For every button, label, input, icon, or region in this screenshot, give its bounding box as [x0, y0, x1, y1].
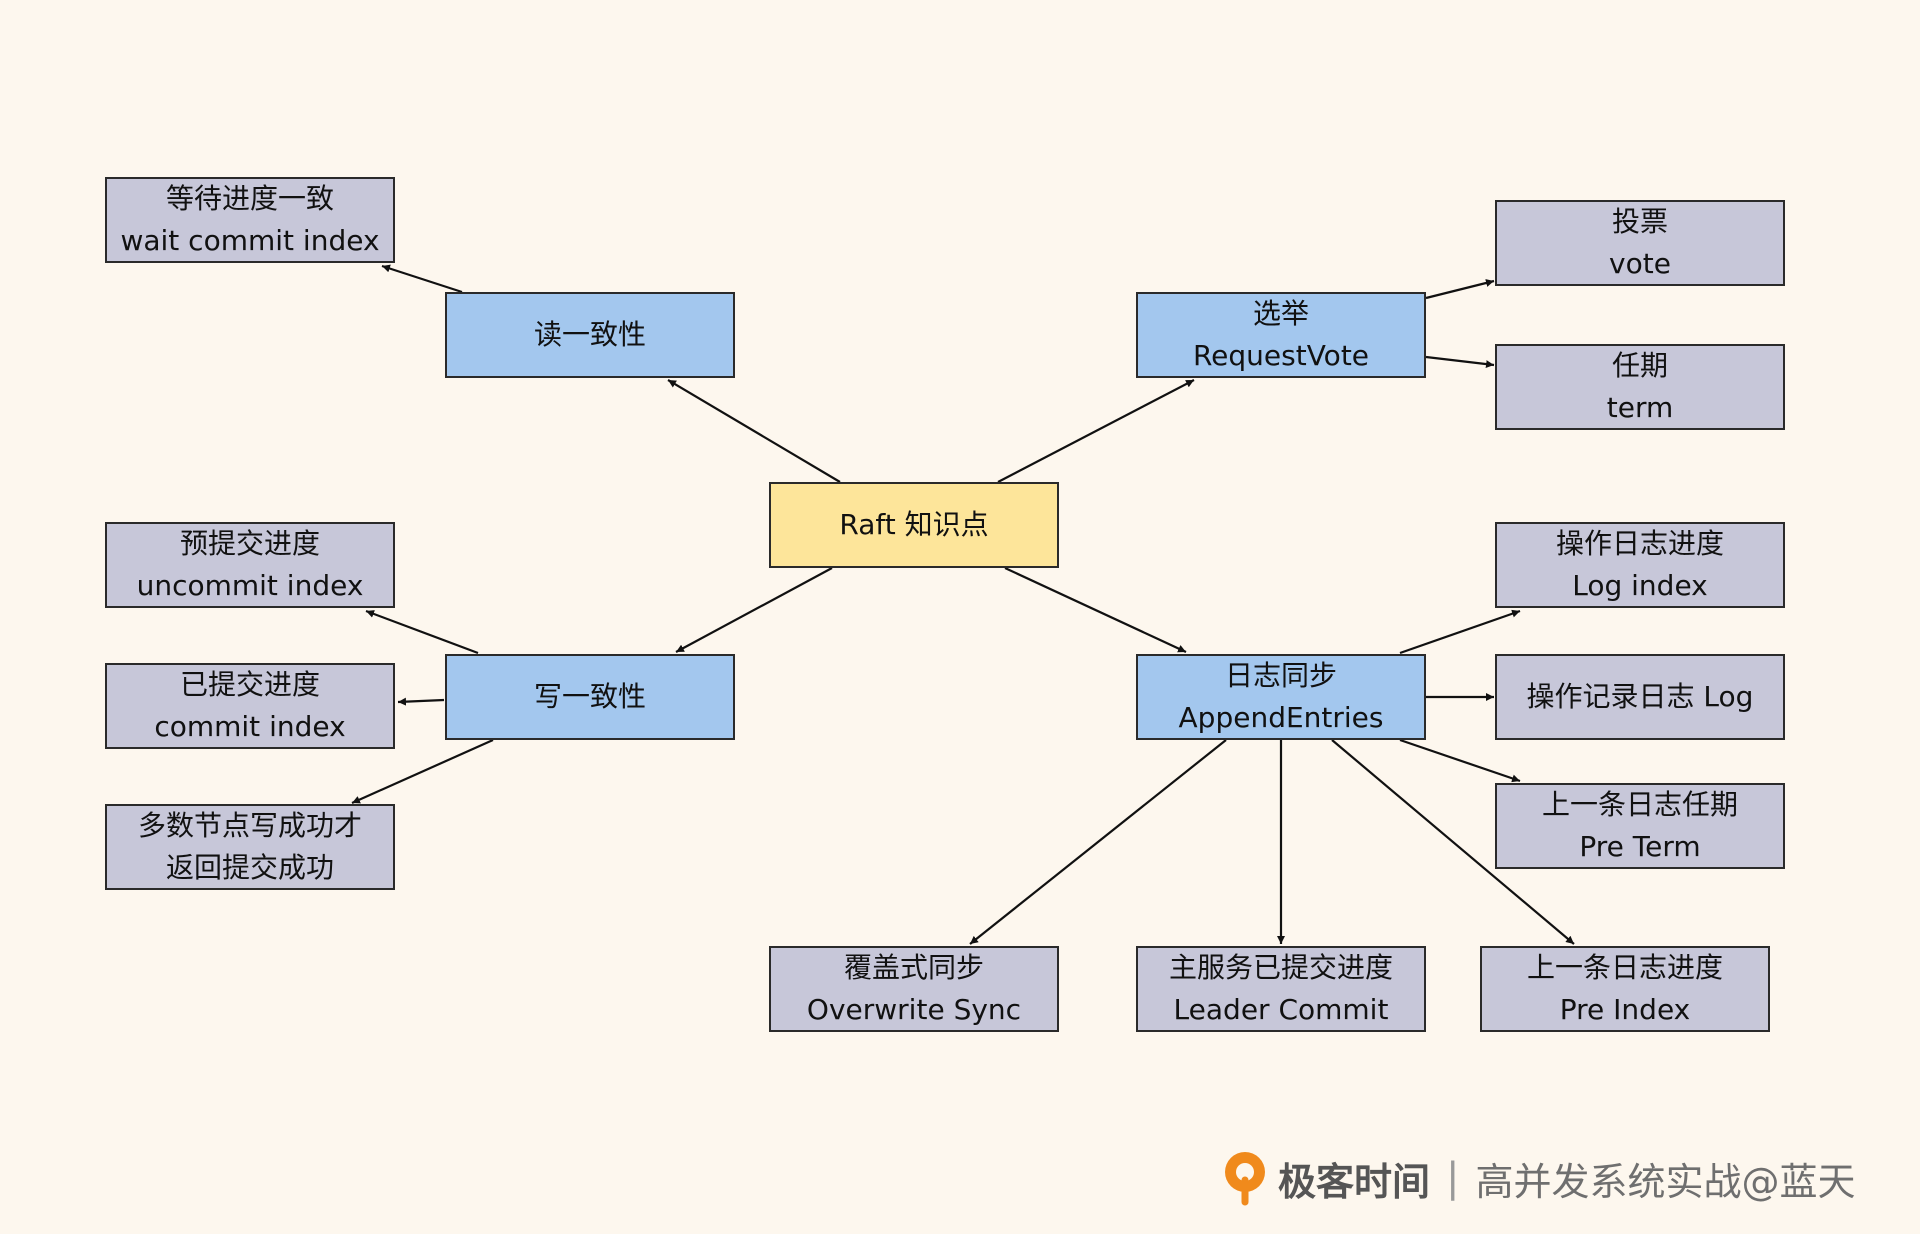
read-consistency-node: 读一致性	[445, 292, 735, 378]
pre-term-node: 上一条日志任期 Pre Term	[1495, 783, 1785, 869]
edge-read-wait	[381, 264, 463, 294]
uncommit-index-node: 预提交进度 uncommit index	[105, 522, 395, 608]
term-cn: 任期	[1611, 349, 1668, 382]
vote-cn: 投票	[1611, 205, 1668, 238]
write-consistency-label: 写一致性	[533, 680, 646, 713]
uncommit-index-en: uncommit index	[136, 569, 364, 602]
wait-commit-index-node: 等待进度一致 wait commit index	[105, 177, 395, 263]
edge-logsync-overwrite	[969, 739, 1227, 945]
commit-index-en: commit index	[154, 710, 346, 743]
overwrite-sync-cn: 覆盖式同步	[843, 951, 984, 984]
footer-caption: 高并发系统实战@蓝天	[1475, 1159, 1856, 1204]
edge-logsync-preindex	[1331, 739, 1575, 945]
pre-term-en: Pre Term	[1579, 830, 1701, 863]
term-node: 任期 term	[1495, 344, 1785, 430]
log-record-node: 操作记录日志 Log	[1495, 654, 1785, 740]
wait-commit-index-cn: 等待进度一致	[165, 182, 334, 215]
edge-logsync-preterm	[1399, 738, 1521, 783]
root-label: Raft 知识点	[839, 508, 989, 541]
pre-term-cn: 上一条日志任期	[1541, 788, 1738, 821]
election-node: 选举 RequestVote	[1136, 292, 1426, 378]
pre-index-cn: 上一条日志进度	[1526, 951, 1723, 984]
footer-separator: |	[1446, 1155, 1460, 1201]
edge-write-uncommit	[365, 609, 479, 655]
majority-write-node: 多数节点写成功才 返回提交成功	[105, 804, 395, 890]
log-sync-node: 日志同步 AppendEntries	[1136, 654, 1426, 740]
majority-write-line2: 返回提交成功	[165, 851, 334, 884]
leader-commit-node: 主服务已提交进度 Leader Commit	[1136, 946, 1426, 1032]
write-consistency-node: 写一致性	[445, 654, 735, 740]
edge-root-write	[675, 567, 833, 653]
majority-write-line1: 多数节点写成功才	[137, 809, 362, 842]
term-en: term	[1606, 391, 1674, 424]
overwrite-sync-node: 覆盖式同步 Overwrite Sync	[769, 946, 1059, 1032]
wait-commit-index-en: wait commit index	[120, 224, 380, 257]
log-index-node: 操作日志进度 Log index	[1495, 522, 1785, 608]
vote-node: 投票 vote	[1495, 200, 1785, 286]
pre-index-en: Pre Index	[1559, 993, 1691, 1026]
pre-index-node: 上一条日志进度 Pre Index	[1480, 946, 1770, 1032]
edge-root-logsync	[1004, 567, 1187, 653]
root-node: Raft 知识点	[769, 482, 1059, 568]
edge-election-vote	[1425, 279, 1495, 300]
election-en: RequestVote	[1192, 339, 1370, 372]
leader-commit-en: Leader Commit	[1173, 993, 1389, 1026]
vote-en: vote	[1609, 247, 1671, 280]
footer-watermark: 极客时间 | 高并发系统实战@蓝天	[1222, 1148, 1856, 1208]
overwrite-sync-en: Overwrite Sync	[806, 993, 1022, 1026]
log-index-en: Log index	[1572, 569, 1708, 602]
commit-index-cn: 已提交进度	[179, 668, 320, 701]
edge-root-election	[997, 379, 1195, 483]
edge-election-term	[1425, 355, 1495, 369]
leader-commit-cn: 主服务已提交进度	[1168, 951, 1393, 984]
brand-name: 极客时间	[1278, 1159, 1431, 1204]
uncommit-index-cn: 预提交进度	[179, 527, 320, 560]
edge-write-commit	[397, 697, 445, 706]
commit-index-node: 已提交进度 commit index	[105, 663, 395, 749]
log-sync-en: AppendEntries	[1178, 701, 1384, 734]
election-cn: 选举	[1252, 297, 1309, 330]
edge-root-read	[667, 379, 841, 483]
log-index-cn: 操作日志进度	[1555, 527, 1724, 560]
read-consistency-label: 读一致性	[533, 318, 646, 351]
geektime-logo-icon	[1225, 1152, 1265, 1206]
log-sync-cn: 日志同步	[1224, 659, 1337, 692]
edge-write-majority	[351, 738, 494, 805]
edge-logsync-logindex	[1399, 609, 1521, 655]
log-record-label: 操作记录日志 Log	[1526, 680, 1754, 713]
